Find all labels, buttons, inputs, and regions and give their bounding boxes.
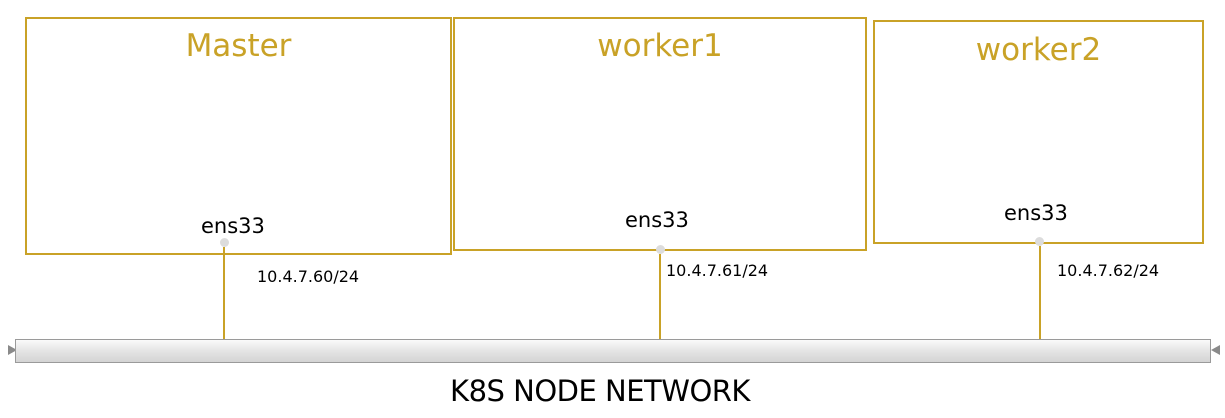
interface-port-worker2 [1035,237,1044,246]
node-title-worker2: worker2 [975,32,1102,68]
bus-arrow-left-icon [8,345,17,355]
link-line-worker2 [1039,246,1041,339]
link-line-master [223,247,225,339]
ip-label-worker2: 10.4.7.62/24 [1057,261,1160,280]
ip-label-master: 10.4.7.60/24 [257,267,360,286]
link-line-worker1 [659,254,661,339]
network-label: K8S NODE NETWORK [450,374,750,408]
interface-port-master [220,238,229,247]
bus-arrow-right-icon [1211,345,1220,355]
ip-label-worker1: 10.4.7.61/24 [666,261,769,280]
node-box-worker2: worker2 [873,20,1204,244]
node-box-master: Master [25,17,452,255]
node-title-worker1: worker1 [597,28,723,64]
interface-label-worker1: ens33 [625,208,689,232]
network-bus [15,339,1211,363]
node-title-master: Master [185,28,292,64]
interface-label-master: ens33 [201,214,265,238]
interface-label-worker2: ens33 [1004,201,1068,225]
interface-port-worker1 [656,245,665,254]
